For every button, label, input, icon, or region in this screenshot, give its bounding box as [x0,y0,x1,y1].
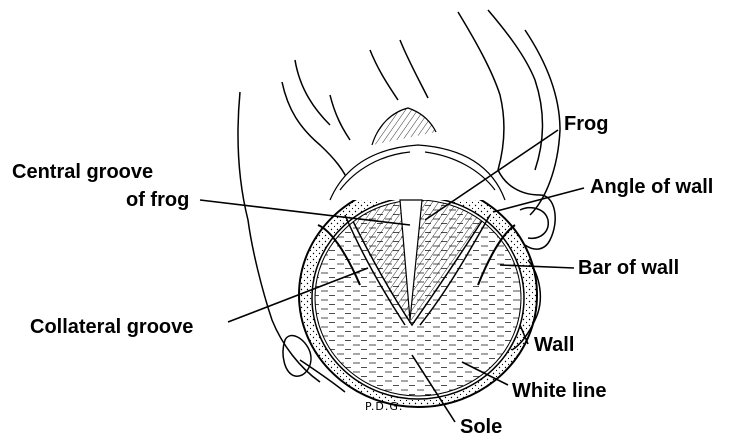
label-frog: Frog [564,114,608,134]
label-central-groove-line1: Central groove [12,162,153,182]
leader-angle-of-wall [493,188,584,212]
label-central-groove-line2: of frog [126,190,189,210]
label-angle-of-wall: Angle of wall [590,177,713,197]
artist-signature: P.D.G. [365,400,403,413]
label-sole: Sole [460,417,502,437]
heel-hair [330,108,505,200]
label-wall: Wall [534,335,574,355]
label-collateral-groove: Collateral groove [30,317,193,337]
label-white-line: White line [512,381,606,401]
label-bar-of-wall: Bar of wall [578,258,679,278]
